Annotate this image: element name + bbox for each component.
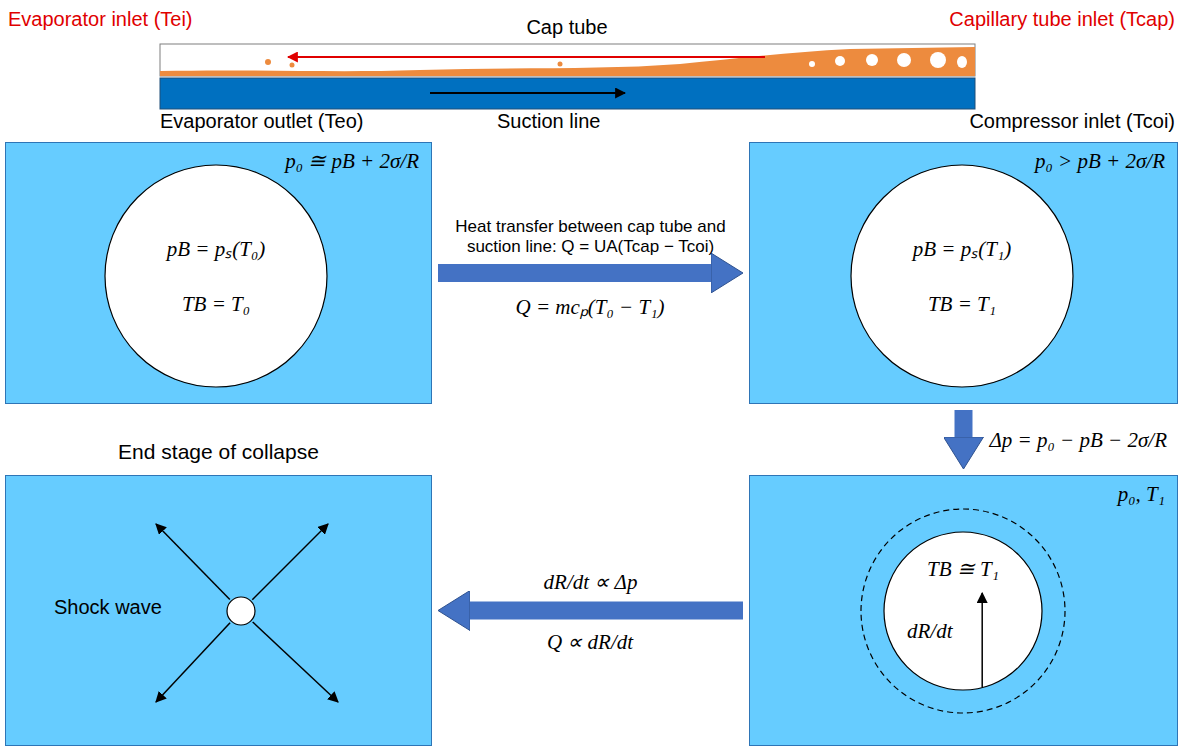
wall-velocity-arrow: [981, 593, 983, 687]
initial-radius-outline: [861, 509, 1065, 713]
panel-illustration: [6, 143, 433, 405]
bubble-temperature: TB ≅ T₁: [927, 557, 999, 582]
bubble-outline: [884, 532, 1042, 690]
bubble-outline: [851, 165, 1073, 387]
vapour-bubble: [809, 61, 815, 67]
bubble-circle: TB ≅ T₁ dR/dt: [883, 531, 1043, 691]
panel-illustration: [750, 476, 1179, 747]
arrow-label: Δp = p₀ − pB − 2σ/R: [990, 427, 1168, 452]
proportionality: Q ∝ dR/dt: [547, 630, 633, 655]
location-label: Evaporator inlet (Tei): [8, 8, 193, 31]
flow-arrow: [430, 92, 625, 94]
circle-outline: [104, 164, 328, 388]
bubble-temperature: TB = T₀: [182, 292, 250, 317]
droplet: [558, 62, 563, 67]
circle-outline: [883, 531, 1043, 691]
part-name: Cap tube: [526, 16, 607, 39]
arrow-label: dR/dt ∝ Δp: [544, 570, 638, 595]
state-panel: p₀, T₁ TB ≅ T₁ dR/dt: [749, 475, 1178, 746]
bubble-pressure: pB = pₛ(T₁): [913, 234, 1011, 262]
part-name: Suction line: [497, 110, 600, 133]
process-arrow: [955, 410, 973, 437]
energy-equation: Q = mcₚ(T₀ − T₁): [516, 292, 665, 320]
stage-heading: End stage of collapse: [118, 440, 319, 464]
ambient-state: p₀, T₁: [1118, 482, 1165, 507]
collapsed-bubble: [227, 597, 255, 625]
pressure-balance: p₀ ≅ pB + 2σ/R: [285, 149, 419, 174]
location-label: Compressor inlet (Tcoi): [969, 110, 1175, 133]
vapour-bubble: [835, 56, 845, 66]
bubble-outline: [105, 165, 327, 387]
location-label: Capillary tube inlet (Tcap): [949, 8, 1175, 31]
flow-arrow: [288, 56, 765, 58]
panel-illustration: [750, 143, 1179, 405]
panel-illustration: [6, 476, 433, 747]
vapour-bubble: [930, 52, 946, 68]
location-label: Evaporator outlet (Teo): [160, 110, 363, 133]
process-arrow: [438, 264, 711, 282]
droplet: [290, 63, 295, 68]
state-panel: p₀ > pB + 2σ/R pB = pₛ(T₁) TB = T₁: [749, 142, 1178, 404]
bubble-pressure: pB = pₛ(T₀): [167, 234, 265, 262]
bubble-temperature: TB = T₁: [928, 292, 996, 317]
suction-line: [160, 78, 975, 109]
vapour-bubble: [957, 56, 967, 68]
pressure-balance: p₀ > pB + 2σ/R: [1035, 149, 1165, 174]
bubble-circle: pB = pₛ(T₁) TB = T₁: [850, 164, 1074, 388]
collapse-panel: End stage of collapseShock wave: [5, 475, 432, 746]
cap-tube: [160, 44, 975, 76]
arrow-label: Heat transfer between cap tube and sucti…: [441, 217, 741, 257]
vapour-bubble: [866, 54, 878, 66]
process-arrow: [470, 602, 743, 620]
vapour-bubble: [897, 53, 911, 67]
state-panel: p₀ ≅ pB + 2σ/R pB = pₛ(T₀) TB = T₀: [5, 142, 432, 404]
shock-wave-arrow: [156, 623, 230, 702]
circle-outline: [850, 164, 1074, 388]
shock-wave-arrow: [252, 524, 328, 600]
shock-wave-label: Shock wave: [54, 596, 162, 619]
wall-velocity: dR/dt: [907, 619, 953, 644]
shock-wave-arrow: [253, 622, 338, 702]
bubble-circle: pB = pₛ(T₀) TB = T₀: [104, 164, 328, 388]
liquid-film: [160, 47, 975, 76]
droplet: [265, 59, 271, 65]
shock-wave-arrow: [156, 524, 230, 600]
